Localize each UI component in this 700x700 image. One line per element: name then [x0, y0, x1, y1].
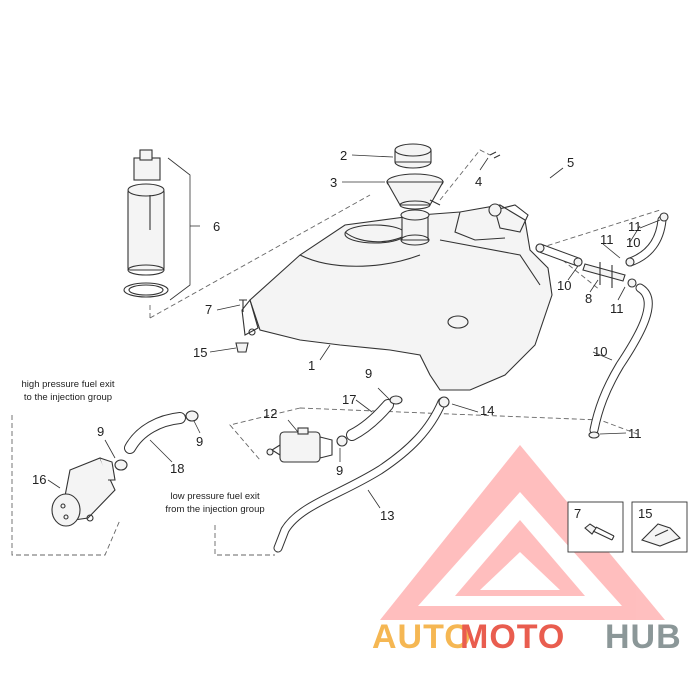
filler-neck	[400, 209, 430, 246]
right-hoses	[535, 212, 669, 439]
watermark-auto: AUTO	[372, 618, 472, 656]
note-low-line2: from the injection group	[165, 504, 264, 515]
callout-9-b: 9	[196, 434, 203, 449]
fuel-level-sender	[123, 149, 169, 298]
detail-callout-15: 15	[638, 506, 652, 521]
screw-7	[239, 299, 247, 312]
callout-16: 16	[32, 472, 46, 487]
callout-11-d: 11	[628, 426, 642, 441]
note-high-line2: to the injection group	[24, 392, 112, 403]
callout-11-b: 11	[600, 232, 614, 247]
note-low-line1: low pressure fuel exit	[170, 491, 260, 502]
dash-line	[539, 209, 661, 249]
watermark-logo	[380, 445, 665, 620]
callout-2: 2	[340, 148, 347, 163]
watermark-moto: MOTO	[460, 618, 565, 656]
callout-9-d: 9	[97, 424, 104, 439]
callout-10-a: 10	[626, 235, 640, 250]
fuel-filter	[266, 427, 333, 463]
watermark-text: AUTO MOTO HUB	[372, 618, 682, 656]
dash-line	[439, 149, 491, 201]
callout-8: 8	[585, 291, 592, 306]
fuel-pump	[51, 457, 116, 527]
callout-12: 12	[263, 406, 277, 421]
callout-5: 5	[567, 155, 574, 170]
callout-13: 13	[380, 508, 394, 523]
detail-box-15: 15	[631, 501, 688, 553]
callout-11-c: 11	[610, 301, 624, 316]
callout-6: 6	[213, 219, 220, 234]
note-high-line1: high pressure fuel exit	[22, 379, 115, 390]
callouts: 2 3 4 5 6 7 15 1 11 10 11 10 8 11 10 11 …	[32, 148, 642, 523]
callout-9-c: 9	[336, 463, 343, 478]
bracket-line	[167, 157, 191, 301]
hose-13	[273, 396, 450, 553]
leader-lines	[47, 154, 661, 509]
dash-line	[214, 525, 275, 556]
breather-pipe	[489, 148, 558, 232]
dash-line	[149, 194, 371, 319]
detail-box-7: 7	[567, 501, 624, 553]
callout-11-a: 11	[628, 219, 642, 234]
detail-callout-7: 7	[574, 506, 581, 521]
callout-14: 14	[480, 403, 494, 418]
callout-10-c: 10	[593, 344, 607, 359]
callout-15: 15	[193, 345, 207, 360]
callout-10-b: 10	[557, 278, 571, 293]
callout-1: 1	[308, 358, 315, 373]
filler-cap	[394, 143, 432, 169]
callout-3: 3	[330, 175, 337, 190]
callout-17: 17	[342, 392, 356, 407]
callout-4: 4	[475, 174, 482, 189]
dash-line	[229, 407, 301, 461]
hose-18	[114, 410, 199, 471]
clip-15	[235, 342, 249, 353]
callout-18: 18	[170, 461, 184, 476]
dash-line	[11, 415, 121, 556]
fuel-tank	[241, 203, 553, 391]
callout-9-a: 9	[365, 366, 372, 381]
callout-7: 7	[205, 302, 212, 317]
elbow-17	[336, 395, 403, 447]
filler-funnel	[386, 173, 444, 210]
watermark-hub: HUB	[605, 618, 682, 656]
notes: high pressure fuel exit to the injection…	[22, 379, 265, 515]
